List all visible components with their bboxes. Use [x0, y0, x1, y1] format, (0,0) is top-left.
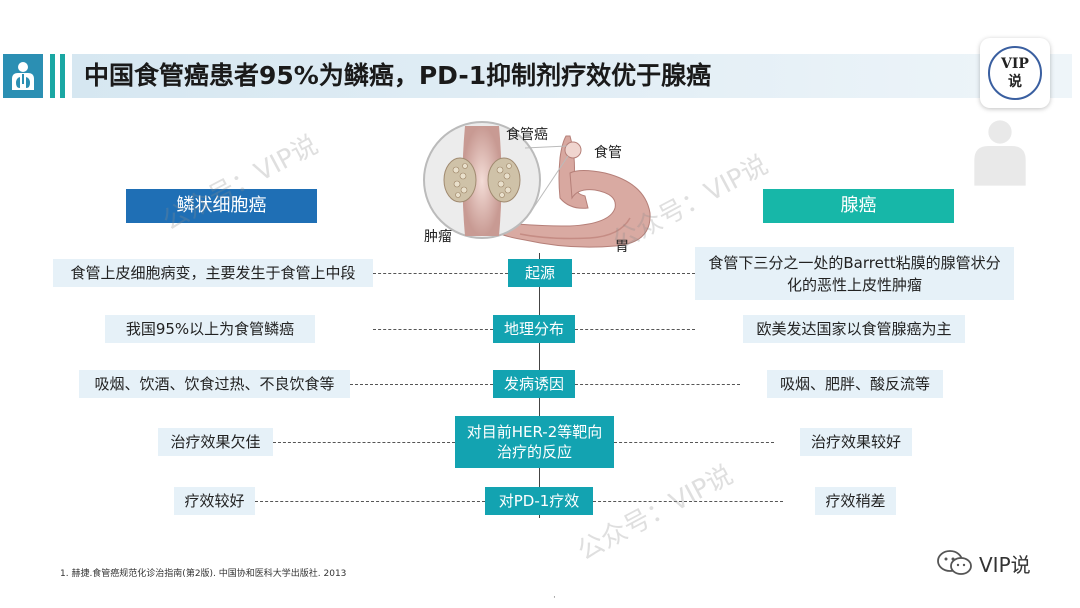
- row-dash-left: [373, 329, 493, 330]
- row-dash-right: [572, 273, 695, 274]
- squamous-header: 鳞状细胞癌: [126, 189, 317, 223]
- row-dash-left: [373, 273, 508, 274]
- vip-badge: VIP 说: [980, 38, 1050, 108]
- wechat-icon: [937, 550, 972, 575]
- vip-badge-line2: 说: [1008, 74, 1022, 90]
- label-esophageal-cancer: 食管癌: [506, 127, 548, 143]
- row-center-label: 发病诱因: [493, 370, 575, 398]
- label-tumor: 肿瘤: [424, 229, 452, 245]
- wechat-brand: VIP说: [935, 548, 1031, 578]
- watermark: 公众号：VIP说: [572, 459, 739, 567]
- vip-badge-line1: VIP: [1001, 56, 1029, 72]
- page-marker: ·: [553, 593, 556, 603]
- row-left-cell: 疗效较好: [174, 487, 255, 515]
- row-dash-left: [255, 501, 485, 502]
- row-center-label: 起源: [508, 259, 572, 287]
- row-dash-right: [575, 329, 695, 330]
- row-dash-right: [614, 442, 774, 443]
- row-dash-right: [575, 384, 740, 385]
- row-center-label: 对PD-1疗效: [485, 487, 593, 515]
- row-left-cell: 食管上皮细胞病变，主要发生于食管上中段: [53, 259, 373, 287]
- row-right-cell: 疗效稍差: [815, 487, 896, 515]
- row-left-cell: 我国95%以上为食管鳞癌: [105, 315, 315, 343]
- header-band: [72, 54, 1072, 98]
- reference-footnote: 1. 赫捷.食管癌规范化诊治指南(第2版). 中国协和医科大学出版社. 2013: [60, 569, 347, 579]
- row-dash-right: [593, 501, 783, 502]
- page-title: 中国食管癌患者95%为鳞癌，PD-1抑制剂疗效优于腺癌: [84, 61, 712, 90]
- label-esophagus: 食管: [594, 145, 622, 161]
- row-center-label: 地理分布: [493, 315, 575, 343]
- esophagus-stomach-diagram: [423, 121, 651, 248]
- row-right-cell: 吸烟、肥胖、酸反流等: [767, 370, 943, 398]
- row-right-cell: 食管下三分之一处的Barrett粘膜的腺管状分化的恶性上皮性肿瘤: [695, 247, 1014, 300]
- person-lungs-icon: [12, 62, 34, 90]
- header-accent-bar: [50, 54, 55, 98]
- row-dash-left: [350, 384, 493, 385]
- row-left-cell: 治疗效果欠佳: [158, 428, 273, 456]
- logo: [3, 54, 43, 98]
- row-right-cell: 治疗效果较好: [800, 428, 912, 456]
- brand-name: VIP说: [979, 552, 1031, 577]
- vip-badge-circle: VIP 说: [988, 46, 1042, 100]
- row-center-label: 对目前HER-2等靶向治疗的反应: [455, 416, 614, 468]
- esophagus-illustration: [420, 118, 660, 263]
- row-dash-left: [273, 442, 455, 443]
- row-right-cell: 欧美发达国家以食管腺癌为主: [743, 315, 965, 343]
- ghost-person-icon: [974, 120, 1026, 186]
- row-left-cell: 吸烟、饮酒、饮食过热、不良饮食等: [79, 370, 350, 398]
- adenocarcinoma-header: 腺癌: [763, 189, 954, 223]
- label-stomach: 胃: [615, 239, 629, 255]
- header-accent-bar: [60, 54, 65, 98]
